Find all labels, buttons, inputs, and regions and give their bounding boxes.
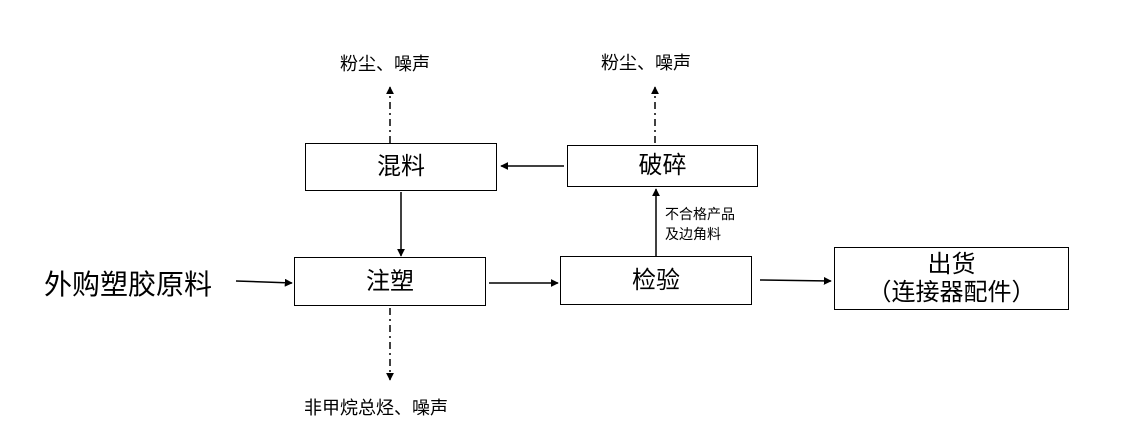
edge-label-rejects-line1: 不合格产品	[665, 207, 735, 223]
node-crushing-label: 破碎	[638, 151, 687, 180]
arrow-inspection-to-shipping	[759, 276, 832, 285]
node-inspection-label: 检验	[632, 265, 680, 294]
edge-label-rejects: 不合格产品 及边角料	[665, 205, 735, 245]
emission-label-injection: 非甲烷总烃、噪声	[304, 398, 448, 419]
edge-label-rejects-line2: 及边角料	[665, 227, 721, 243]
node-injection: 注塑	[294, 257, 486, 306]
node-injection-label: 注塑	[366, 266, 414, 295]
node-crushing: 破碎	[567, 145, 758, 187]
node-shipping-sublabel: （连接器配件）	[867, 277, 1036, 306]
input-material-label: 外购塑胶原料	[44, 268, 213, 301]
node-shipping: 出货 （连接器配件）	[834, 247, 1069, 310]
emission-label-mixing: 粉尘、噪声	[340, 54, 430, 75]
node-inspection: 检验	[560, 256, 752, 305]
node-shipping-label: 出货	[927, 249, 976, 278]
emission-label-crushing: 粉尘、噪声	[601, 53, 691, 74]
node-mixing-label: 混料	[377, 152, 425, 181]
node-mixing: 混料	[305, 143, 497, 191]
arrow-input-to-injection	[235, 278, 293, 287]
